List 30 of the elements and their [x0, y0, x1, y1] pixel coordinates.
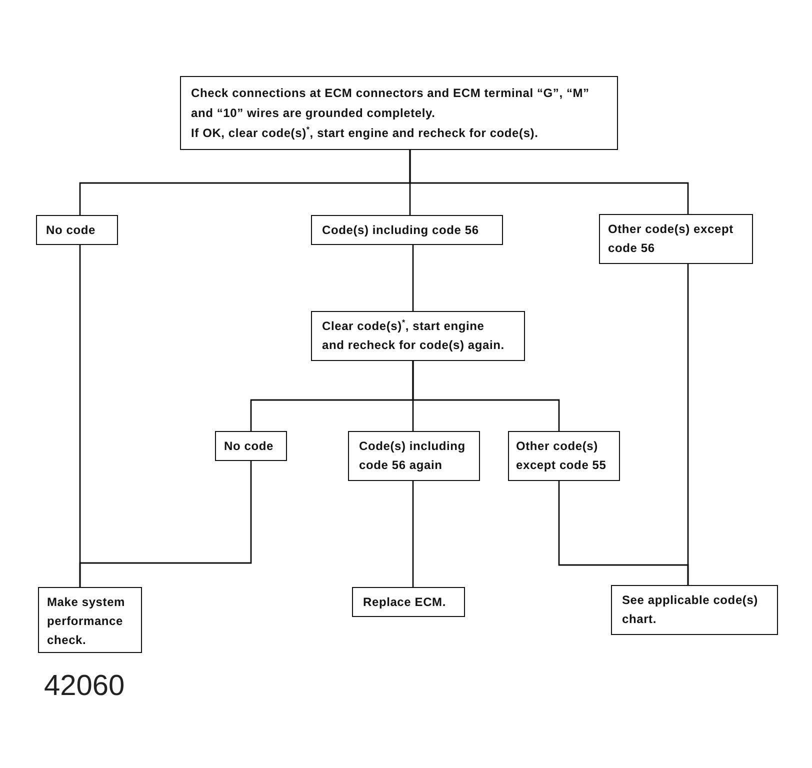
connector-line — [79, 461, 252, 587]
process-box — [352, 587, 465, 617]
connector-line — [412, 361, 560, 431]
box-text: See applicable code(s) chart. — [622, 592, 759, 628]
box-text: No code — [46, 222, 96, 239]
process-box — [38, 587, 142, 653]
connector-line — [412, 481, 414, 587]
connector-line — [412, 245, 414, 311]
box-text: If OK, clear code(s)$^{*}$, start engine and recheck for code(s). — [191, 124, 540, 142]
process-box — [599, 214, 753, 264]
process-box — [311, 215, 503, 245]
box-text: Code(s) including code 56 again — [359, 438, 466, 474]
figure-number: 42060 — [44, 670, 125, 704]
connector-line — [409, 150, 689, 214]
box-text: Other code(s) except code 56 — [608, 221, 734, 257]
process-box — [215, 431, 287, 461]
box-text: Code(s) including code 56 — [322, 222, 480, 239]
process-box — [180, 76, 618, 150]
box-text: No code — [224, 438, 274, 455]
box-text: Make system performance check. — [47, 594, 126, 649]
process-box — [611, 585, 778, 635]
connector-line — [558, 481, 689, 585]
box-text: Clear code(s)$^{*}$, start engine and recheck for code(s) again. — [322, 317, 506, 354]
box-text: Check connections at ECM connectors and ECM terminal “G”, “M” and “10” wires are grounded completely. — [191, 85, 590, 122]
process-box — [508, 431, 620, 481]
process-box — [36, 215, 118, 245]
box-text: Other code(s) except code 55 — [516, 438, 608, 474]
process-box — [311, 311, 525, 361]
box-text: Replace ECM. — [363, 594, 447, 611]
process-box — [348, 431, 480, 481]
